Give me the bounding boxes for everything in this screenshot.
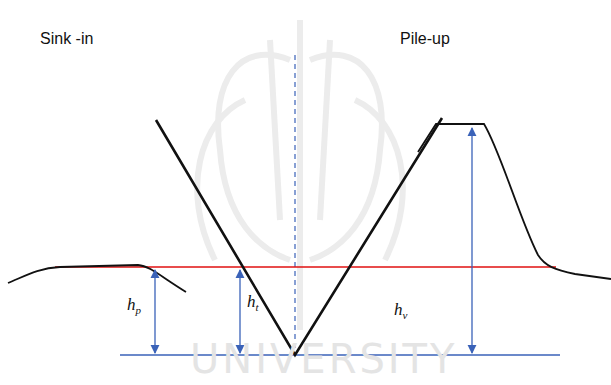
axis-line — [294, 55, 295, 355]
indenter — [156, 118, 442, 355]
pile-up-surface — [418, 124, 611, 279]
height-symbol: hp — [125, 295, 143, 316]
region-label: Pile-up — [400, 30, 450, 48]
sink-in-surface — [8, 265, 186, 292]
hv-arrow — [471, 128, 472, 353]
region-label: Sink -in — [40, 30, 93, 48]
hp-arrow — [154, 270, 155, 353]
watermark-logo — [197, 20, 403, 330]
original-surface — [55, 266, 556, 268]
height-symbol: hv — [392, 300, 409, 321]
watermark: UNIVERSITY — [190, 336, 457, 382]
height-symbol: ht — [245, 292, 261, 313]
